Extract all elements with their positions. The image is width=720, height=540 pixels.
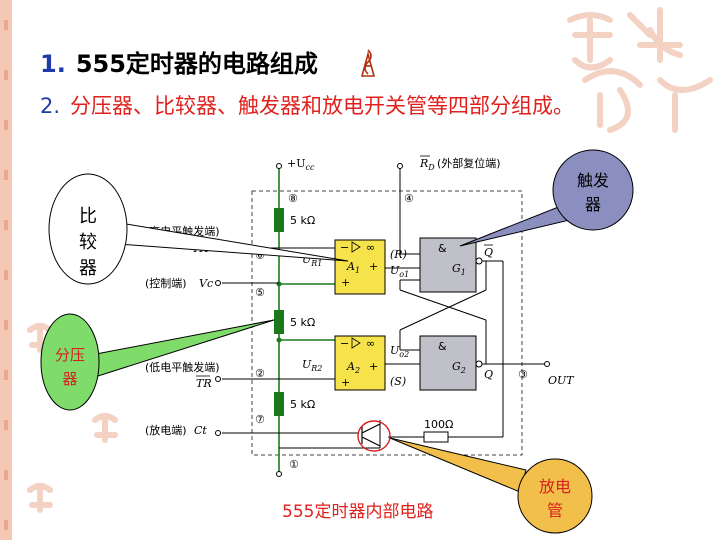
pin-6: ⑥ (255, 249, 265, 262)
rail-dash (4, 370, 8, 380)
rail-dash (4, 120, 8, 130)
g2-label: G2 (452, 360, 466, 375)
a2-infinity: ∞ (366, 337, 375, 350)
flipflop-line-2: 器 (585, 195, 601, 214)
rail-dash (4, 170, 8, 180)
rail-dash (4, 70, 8, 80)
signal-wires (222, 168, 545, 449)
resistor-100-ohm (423, 431, 449, 443)
comparator-char-3: 器 (79, 258, 97, 279)
pin-7: ⑦ (255, 413, 265, 426)
pin-1: ① (289, 458, 299, 471)
chip-outline (251, 190, 523, 456)
vcc-label: +Ucc (287, 157, 315, 172)
comparator-char-1: 比 (79, 206, 97, 227)
g2-and: & (438, 340, 447, 353)
comparator-a2 (334, 335, 386, 391)
a1-infinity: ∞ (366, 241, 375, 254)
slide-title: 1. 555定时器的电路组成 (40, 44, 318, 79)
tr-label: TR (196, 377, 212, 390)
a2-minus: − (340, 337, 349, 350)
out-label: OUT (548, 374, 575, 387)
ur2-label: UR2 (302, 358, 322, 373)
slide-subtitle: 2. 分压器、比较器、触发器和放电开关管等四部分组成。 (40, 90, 574, 120)
pin-5: ⑤ (255, 286, 265, 299)
callout-discharge: 放电 管 (389, 437, 593, 534)
discharge-transistor (361, 423, 381, 447)
rail-dash (4, 270, 8, 280)
divider-line-2: 器 (62, 370, 77, 388)
q-label: Q (484, 368, 493, 381)
callout-divider: 分压 器 (40, 313, 275, 411)
uo1-label: Uo1 (390, 264, 409, 279)
resistor-1 (274, 208, 284, 232)
g1-inverter-bubble (475, 257, 483, 265)
title-text: 555定时器的电路组成 (75, 50, 318, 78)
rd-label: RD (419, 157, 435, 172)
rail-dash (4, 520, 8, 530)
flipflop-line-1: 触发 (577, 171, 609, 190)
a2-triangle-icon (351, 337, 361, 349)
a2-plus-right: + (369, 360, 378, 373)
res2-value: 5 kΩ (290, 316, 315, 329)
vc-note: (控制端) (145, 276, 187, 290)
a1-label: A1 (346, 260, 360, 275)
discharge-line-1: 放电 (539, 477, 571, 496)
rail-dash (4, 20, 8, 30)
terminals (215, 163, 550, 477)
res1-value: 5 kΩ (290, 214, 315, 227)
callout-flipflop: 触发 器 (459, 149, 634, 247)
subtitle-text: 分压器、比较器、触发器和放电开关管等四部分组成。 (70, 94, 575, 118)
diagram-caption: 555定时器内部电路 (282, 502, 434, 522)
transistor-highlight (357, 420, 391, 452)
a1-minus: − (340, 241, 349, 254)
callout-comparator: 比 较 器 (48, 173, 349, 285)
resistor-3 (274, 392, 284, 416)
res3-value: 5 kΩ (290, 398, 315, 411)
rail-dash (4, 420, 8, 430)
pin-2: ② (255, 367, 265, 380)
title-number: 1. (40, 50, 66, 78)
vc-label: Vc (199, 277, 213, 290)
comparator-char-2: 较 (79, 232, 97, 253)
tr-note: (低电平触发端) (145, 360, 220, 374)
r-input-label: (R) (390, 248, 407, 261)
pin-8: ⑧ (288, 192, 298, 205)
a1-plus: + (341, 276, 350, 289)
s-input-label: (S) (390, 375, 406, 388)
ct-note: (放电端) (145, 423, 187, 437)
qbar-label: Q (484, 246, 493, 259)
a2-plus: + (341, 376, 350, 389)
discharge-line-2: 管 (547, 501, 563, 520)
uo2-label: Uo2 (390, 344, 409, 359)
divider-wires (278, 168, 335, 472)
ct-label: Ct (194, 424, 207, 437)
gate-g1 (419, 237, 477, 293)
a1-plus-right: + (369, 260, 378, 273)
comparator-a1 (334, 239, 386, 295)
resistor-2 (274, 310, 284, 334)
pin-4: ④ (404, 192, 414, 205)
g1-and: & (438, 242, 447, 255)
gate-g2 (419, 335, 477, 391)
rail-dash (4, 470, 8, 480)
subtitle-number: 2. (40, 94, 61, 118)
rail-dash (4, 220, 8, 230)
ur1-label: UR1 (302, 253, 322, 268)
g2-inverter-bubble (475, 360, 483, 368)
pin-3: ③ (518, 368, 528, 381)
a2-label: A2 (346, 360, 360, 375)
rail-dash (4, 320, 8, 330)
res-100-value: 100Ω (424, 418, 453, 431)
a1-triangle-icon (351, 241, 361, 253)
g1-label: G1 (452, 262, 466, 277)
rd-note: (外部复位端) (437, 156, 501, 170)
divider-line-1: 分压 (55, 346, 85, 364)
